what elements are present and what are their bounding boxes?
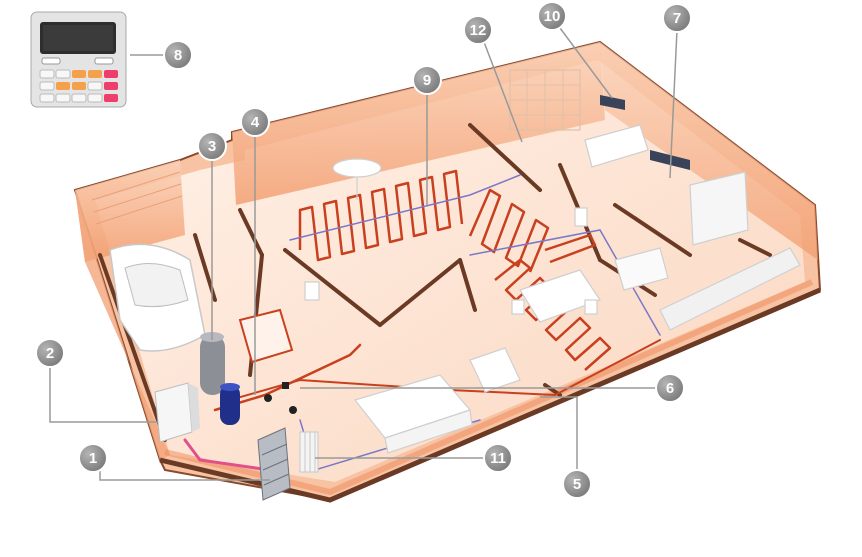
bathroom-tub [238, 308, 294, 364]
radiator [299, 431, 319, 473]
buffer-tank [220, 383, 240, 425]
callout-6: 6 [655, 373, 685, 403]
front-edge-glow [164, 279, 814, 496]
indoor-unit [154, 382, 200, 443]
front-edge [159, 287, 821, 503]
callout-1-label: 1 [89, 450, 97, 467]
callout-10: 10 [537, 1, 567, 31]
right-back-wall [600, 42, 818, 260]
callout-10-label: 10 [544, 8, 561, 25]
callout-5: 5 [562, 469, 592, 499]
callout-6-label: 6 [666, 380, 674, 397]
callout-8-label: 8 [174, 47, 182, 64]
callout-2: 2 [35, 338, 65, 368]
main-back-wall [232, 42, 605, 205]
outdoor-heat-pump [257, 427, 291, 501]
callout-9: 9 [412, 65, 442, 95]
callout-7-label: 7 [673, 10, 681, 27]
callout-5-label: 5 [573, 476, 581, 493]
callout-11: 11 [483, 443, 513, 473]
callout-badges: 1 2 3 4 5 6 7 8 [35, 1, 692, 499]
callout-12: 12 [463, 15, 493, 45]
callout-4-label: 4 [251, 114, 260, 131]
callout-3-label: 3 [208, 138, 216, 155]
callout-7: 7 [662, 3, 692, 33]
callout-9-label: 9 [423, 72, 431, 89]
garage-back-wall [75, 160, 185, 262]
lattice-screen [510, 70, 580, 130]
callout-3: 3 [197, 131, 227, 161]
callout-4: 4 [240, 107, 270, 137]
callout-12-label: 12 [470, 22, 487, 39]
callout-11-label: 11 [490, 450, 506, 467]
callout-1: 1 [78, 443, 108, 473]
remote-controller [30, 11, 127, 108]
leader-lines [49, 27, 678, 481]
furniture [304, 69, 801, 454]
callout-8: 8 [163, 40, 193, 70]
callout-2-label: 2 [46, 345, 54, 362]
circulation-pumps [264, 382, 297, 414]
fan-coil-units [600, 95, 690, 170]
